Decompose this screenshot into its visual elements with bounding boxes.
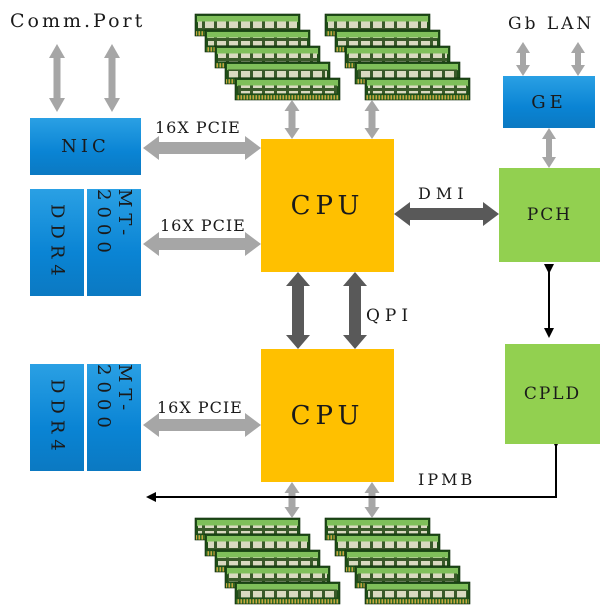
cpu-pch-dmi-arrow — [394, 202, 499, 226]
memory-modules-top-right — [324, 13, 471, 101]
qpi-label: QPI — [366, 306, 414, 326]
mt2000-block-top: MT-2000 — [87, 189, 141, 296]
ddr-cpu-pcie-arrow-bottom — [143, 413, 261, 437]
mt2000-block-bottom: MT-2000 — [87, 364, 141, 471]
pcie-bottom-label: 16X PCIE — [157, 398, 243, 417]
comm-port-label: Comm.Port — [10, 10, 146, 32]
pcie-nic-label: 16X PCIE — [155, 118, 241, 137]
dmi-label: DMI — [418, 184, 469, 203]
comm-port-arrow-right — [104, 44, 120, 112]
ge-pch-arrow — [542, 128, 556, 168]
pcie-top-label: 16X PCIE — [160, 216, 246, 235]
mem-cpu-arrow-bottom-right — [364, 482, 380, 518]
ge-label: GE — [531, 91, 567, 113]
pch-label: PCH — [526, 205, 573, 225]
ddr4-label-top: DDR4 — [46, 203, 68, 282]
nic-block: NIC — [30, 118, 141, 175]
mt2000-label-top: MT-2000 — [93, 189, 135, 259]
mem-cpu-arrow-bottom-left — [284, 482, 300, 518]
qpi-arrow-left — [286, 272, 310, 349]
cpu-label-top: CPU — [290, 190, 365, 221]
nic-label: NIC — [61, 136, 110, 157]
memory-modules-top-left — [194, 13, 341, 101]
ddr4-block-top: DDR4 — [30, 189, 84, 296]
cpld-label: CPLD — [523, 384, 582, 404]
ge-block: GE — [503, 76, 595, 128]
qpi-arrow-right — [343, 272, 367, 349]
cpu-block-top: CPU — [261, 139, 394, 272]
ddr4-label-bottom: DDR4 — [46, 378, 68, 457]
gb-lan-arrow-left — [516, 42, 530, 76]
nic-cpu-pcie-arrow — [143, 136, 261, 160]
comm-port-arrow-left — [49, 44, 65, 112]
memory-modules-bottom-left — [194, 517, 341, 605]
mt2000-label-bottom: MT-2000 — [93, 364, 135, 434]
pch-block: PCH — [499, 168, 600, 262]
gb-lan-arrow-right — [571, 42, 585, 76]
mem-cpu-arrow-top-left — [284, 100, 300, 139]
mem-cpu-arrow-top-right — [364, 100, 380, 139]
ipmb-label: IPMB — [418, 470, 476, 489]
cpu-label-bottom: CPU — [290, 400, 365, 431]
ddr4-block-bottom: DDR4 — [30, 364, 84, 471]
cpld-block: CPLD — [505, 344, 600, 444]
memory-modules-bottom-right — [324, 517, 471, 605]
gb-lan-label: Gb LAN — [508, 14, 595, 34]
cpu-block-bottom: CPU — [261, 349, 394, 482]
ipmb-line — [146, 438, 561, 502]
ddr-cpu-pcie-arrow-top — [143, 232, 261, 256]
bus-arrows-dark — [286, 202, 499, 349]
